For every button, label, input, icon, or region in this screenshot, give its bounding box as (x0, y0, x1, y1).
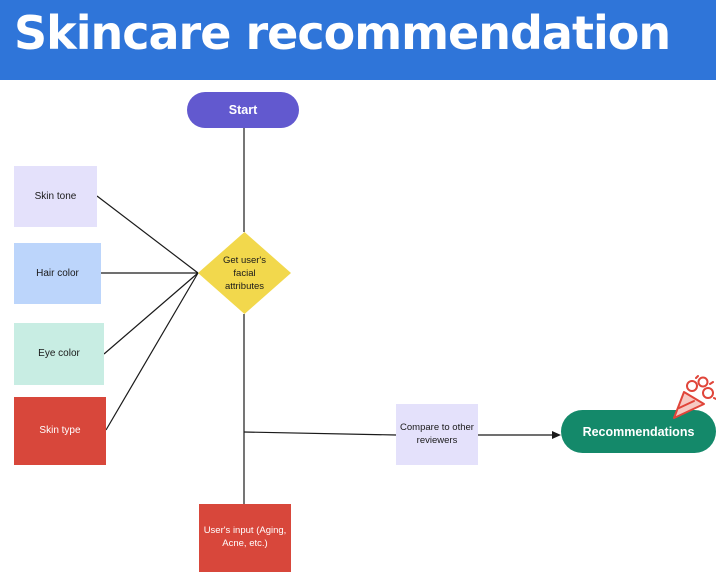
hair-color-label: Hair color (36, 267, 79, 279)
connector-to-compare (243, 431, 397, 436)
skin-tone-box: Skin tone (14, 166, 97, 227)
recommendations-label: Recommendations (582, 424, 695, 439)
skin-type-box: Skin type (14, 397, 106, 465)
compare-label: Compare to other reviewers (400, 421, 474, 446)
connector-eye-color (103, 272, 199, 355)
recommendations-node: Recommendations (561, 410, 716, 453)
skin-tone-label: Skin tone (34, 190, 77, 202)
start-node: Start (187, 92, 299, 128)
user-input-label: User's input (Aging, Acne, etc.) (203, 525, 287, 549)
decision-label: Get user's facial attributes (223, 255, 266, 292)
arrow-head (552, 431, 561, 439)
title-banner: Skincare recommendation (0, 0, 716, 80)
eye-color-box: Eye color (14, 323, 104, 385)
skin-type-label: Skin type (39, 425, 81, 437)
decision-diamond (198, 232, 291, 314)
compare-box: Compare to other reviewers (396, 404, 478, 465)
user-input-box: User's input (Aging, Acne, etc.) (199, 504, 291, 572)
connector-skin-tone (96, 195, 199, 274)
flower-bouquet-icon (673, 375, 716, 419)
start-label: Start (228, 103, 258, 117)
eye-color-label: Eye color (38, 348, 80, 360)
hair-color-box: Hair color (14, 243, 101, 304)
connector-skin-type (105, 272, 199, 431)
page-title: Skincare recommendation (14, 6, 671, 60)
